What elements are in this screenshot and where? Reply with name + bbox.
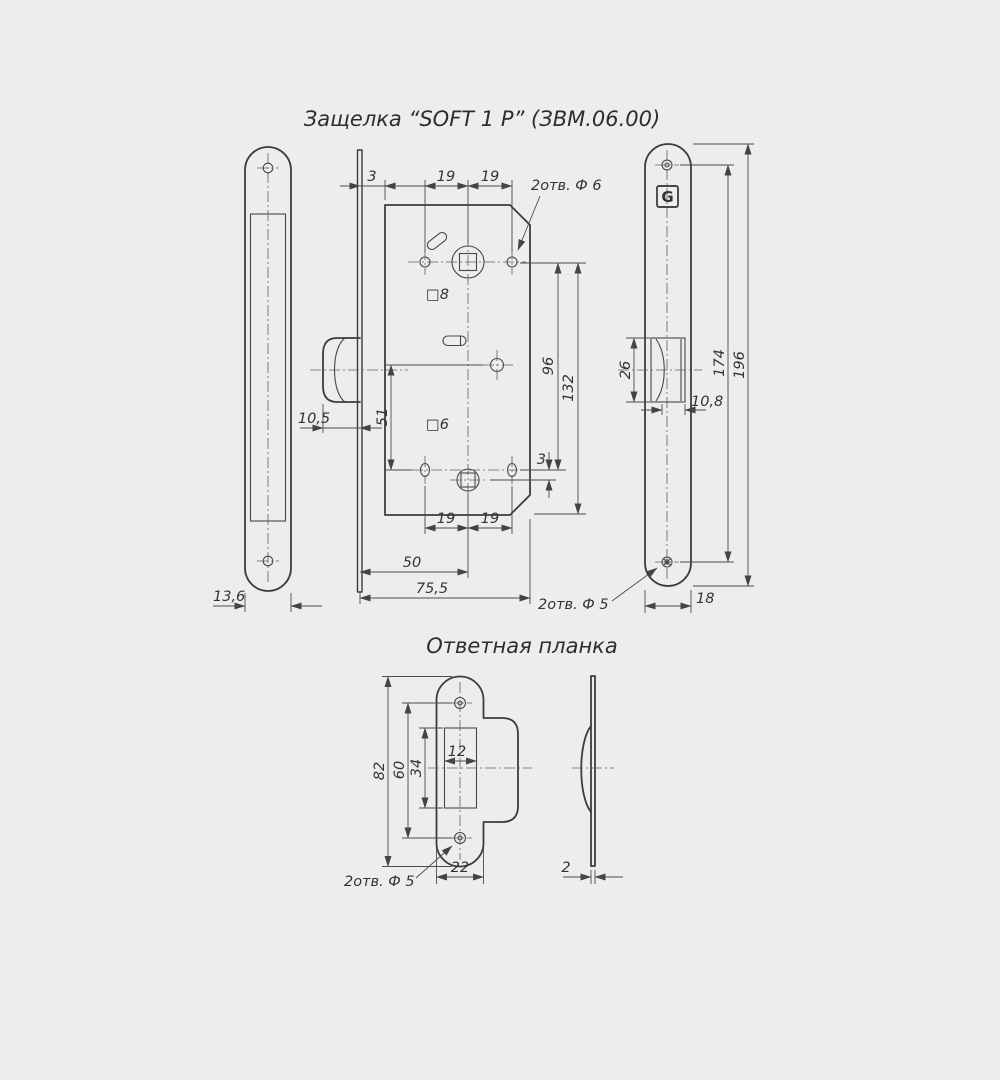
dim-screw-span-174: 174	[712, 349, 728, 377]
lever-slot	[426, 231, 448, 251]
latch-title: Защелка “SOFT 1 P” (ЗВМ.06.00)	[304, 107, 660, 131]
dim-strike-height-82: 82	[372, 762, 388, 780]
strike-plate-front-view: 82 60 34 12 22 2отв. Ф 5	[344, 675, 532, 890]
brand-logo	[656, 185, 679, 208]
dim-height-132: 132	[561, 374, 577, 402]
latch-bolt	[322, 337, 361, 403]
strike-title: Ответная планка	[426, 634, 618, 658]
strike-plate-outline	[435, 675, 519, 868]
dim-strike-thickness-2: 2	[561, 860, 570, 876]
lock-case-outline	[384, 204, 531, 516]
strike-dimple	[580, 725, 592, 813]
note-two-holes-d6: 2отв. Ф 6	[531, 178, 602, 194]
dim-strike-hole-12: 12	[448, 744, 466, 760]
dim-plate-width-13-6: 13,6	[213, 589, 245, 605]
dim-strike-screw-span-60: 60	[392, 761, 408, 779]
dim-strike-width-22: 22	[451, 860, 469, 876]
dim-projection-10-5: 10,5	[298, 411, 330, 427]
dim-plate-height-196: 196	[732, 351, 748, 379]
dim-span-51: 51	[375, 408, 391, 426]
faceplate-edge	[356, 149, 363, 593]
note-strike-two-holes-d5: 2отв. Ф 5	[344, 874, 415, 890]
dim-depth-75-5: 75,5	[416, 581, 448, 597]
strike-plate-side-view: 2	[561, 675, 623, 884]
dim-face-gap-3: 3	[367, 169, 376, 185]
dim-latch-width-10-8: 10,8	[691, 394, 723, 410]
faceplate-latch-view: G 26 10,8 174 196 18	[618, 143, 754, 613]
dim-strike-hole-34: 34	[409, 759, 425, 777]
dim-top-19-right: 19	[481, 169, 499, 185]
dim-plate-width-18: 18	[696, 591, 714, 607]
dim-square-6: □6	[426, 417, 449, 433]
note-two-holes-d5: 2отв. Ф 5	[538, 597, 609, 613]
dim-square-8: □8	[426, 287, 449, 303]
faceplate-outline	[244, 146, 292, 592]
dim-latch-26: 26	[618, 361, 634, 379]
dim-top-19-left: 19	[437, 169, 455, 185]
strike-side-outline	[590, 675, 596, 867]
dim-bottom-19-right: 19	[481, 511, 499, 527]
dim-offset-3: 3	[537, 452, 546, 468]
faceplate-outline-right	[644, 143, 692, 587]
dim-backset-50: 50	[403, 555, 421, 571]
faceplate-front-view: 13,6	[213, 146, 322, 612]
dim-height-96: 96	[541, 357, 557, 375]
mid-slot	[442, 335, 467, 347]
brand-logo-letter: G	[661, 188, 673, 206]
lock-body-front-view: □8 □6 3 19 19 2отв. Ф 6 96 132 3 10,	[298, 149, 658, 613]
dim-bottom-19-left: 19	[437, 511, 455, 527]
